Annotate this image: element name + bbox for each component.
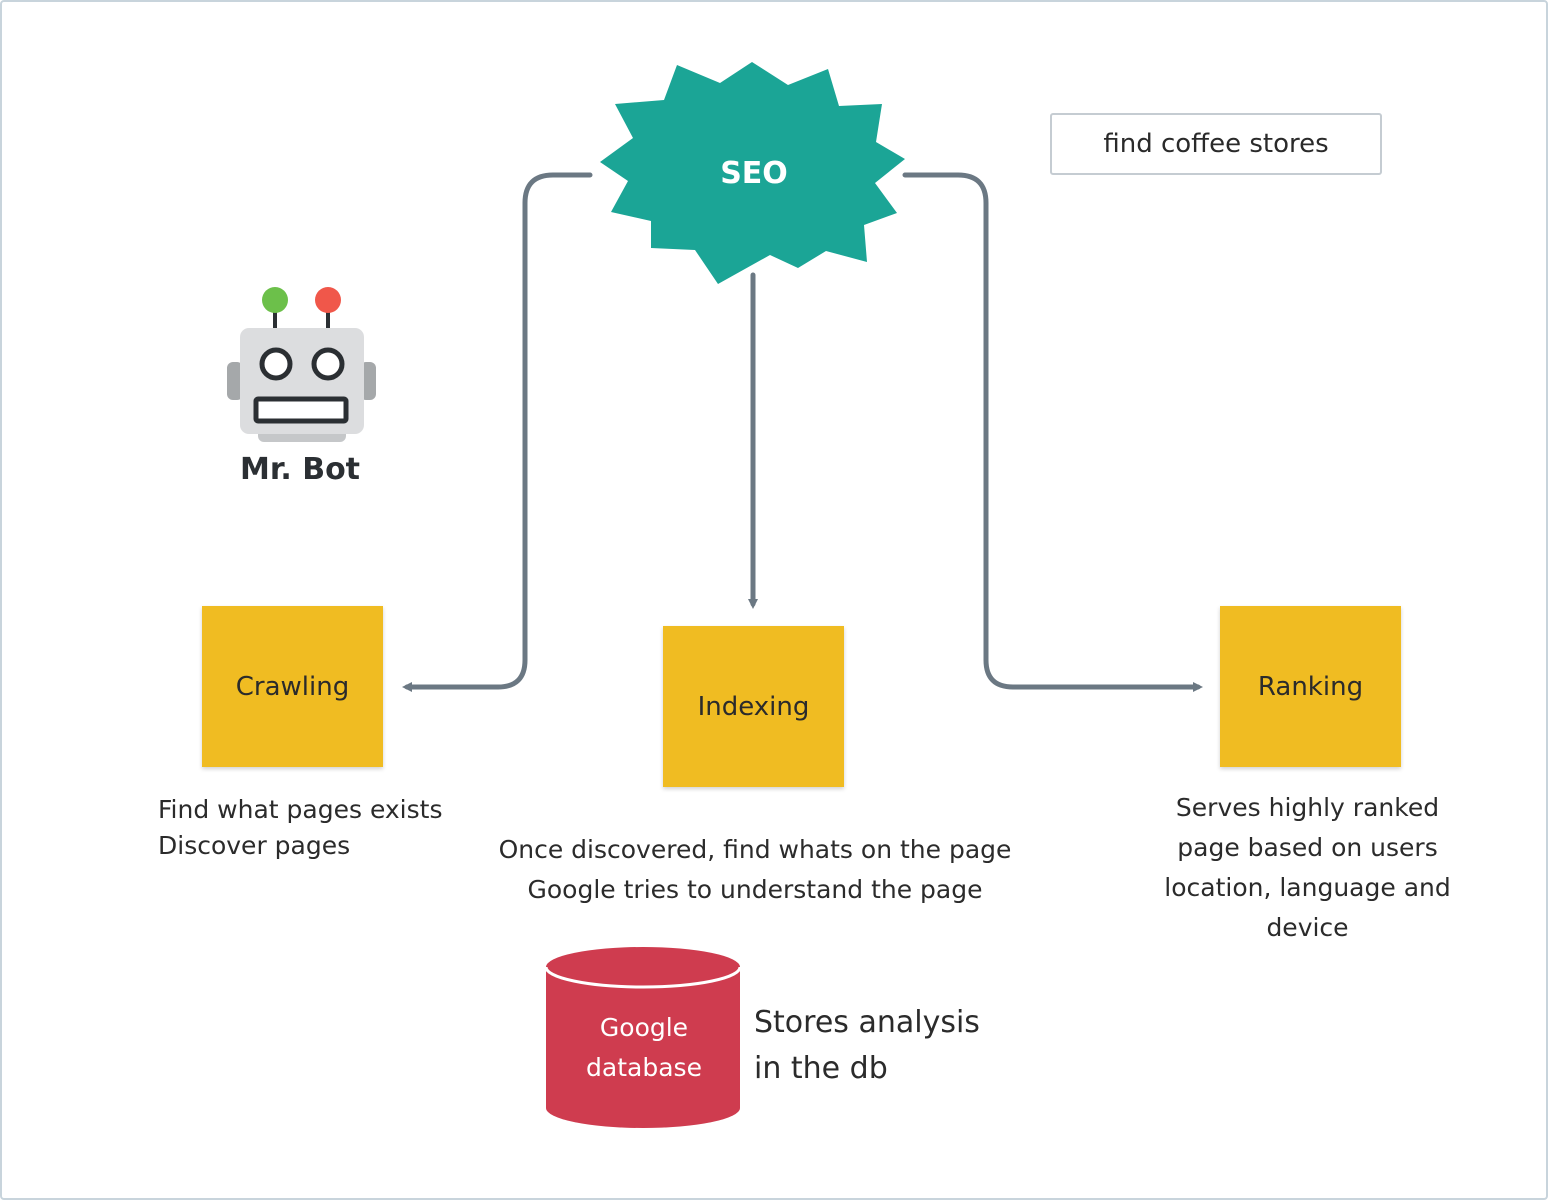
seo-label: SEO: [720, 156, 788, 191]
indexing-node: Indexing: [663, 626, 844, 787]
ranking-description-line: device: [1266, 913, 1349, 942]
ranking-description: Serves highly ranked page based on users…: [1140, 788, 1475, 948]
database-icon: [544, 947, 742, 1128]
crawling-description: Find what pages exists Discover pages: [158, 792, 442, 864]
indexing-description: Once discovered, find whats on the page …: [440, 830, 1070, 910]
crawling-node: Crawling: [202, 606, 383, 767]
database-label-line: Google: [599, 1013, 689, 1042]
ranking-description-line: location, language and: [1164, 873, 1451, 902]
bot-name: Mr. Bot: [239, 452, 361, 487]
ranking-description-line: Serves highly ranked: [1175, 793, 1440, 822]
database-note: Stores analysis in the db: [754, 1000, 980, 1092]
connector-seo-to-ranking: [902, 172, 1203, 692]
ranking-description-line: page based on users: [1177, 833, 1438, 862]
indexing-label: Indexing: [697, 691, 810, 722]
robot-icon: [227, 287, 376, 442]
crawling-label: Crawling: [235, 671, 350, 702]
seo-burst-shape: [600, 62, 905, 284]
database-label: Google database: [548, 1008, 740, 1088]
search-query-box: find coffee stores: [1050, 113, 1382, 175]
indexing-description-line: Google tries to understand the page: [527, 875, 983, 904]
search-query-text: find coffee stores: [1103, 129, 1329, 159]
ranking-node: Ranking: [1220, 606, 1401, 767]
crawling-description-line: Find what pages exists: [158, 795, 443, 824]
ranking-label: Ranking: [1257, 671, 1364, 702]
database-note-line: Stores analysis: [754, 1005, 980, 1040]
indexing-description-line: Once discovered, find whats on the page: [498, 835, 1012, 864]
connector-seo-to-crawling: [402, 172, 593, 692]
database-label-line: database: [586, 1053, 702, 1082]
database-note-line: in the db: [754, 1051, 888, 1086]
crawling-description-line: Discover pages: [158, 831, 351, 860]
